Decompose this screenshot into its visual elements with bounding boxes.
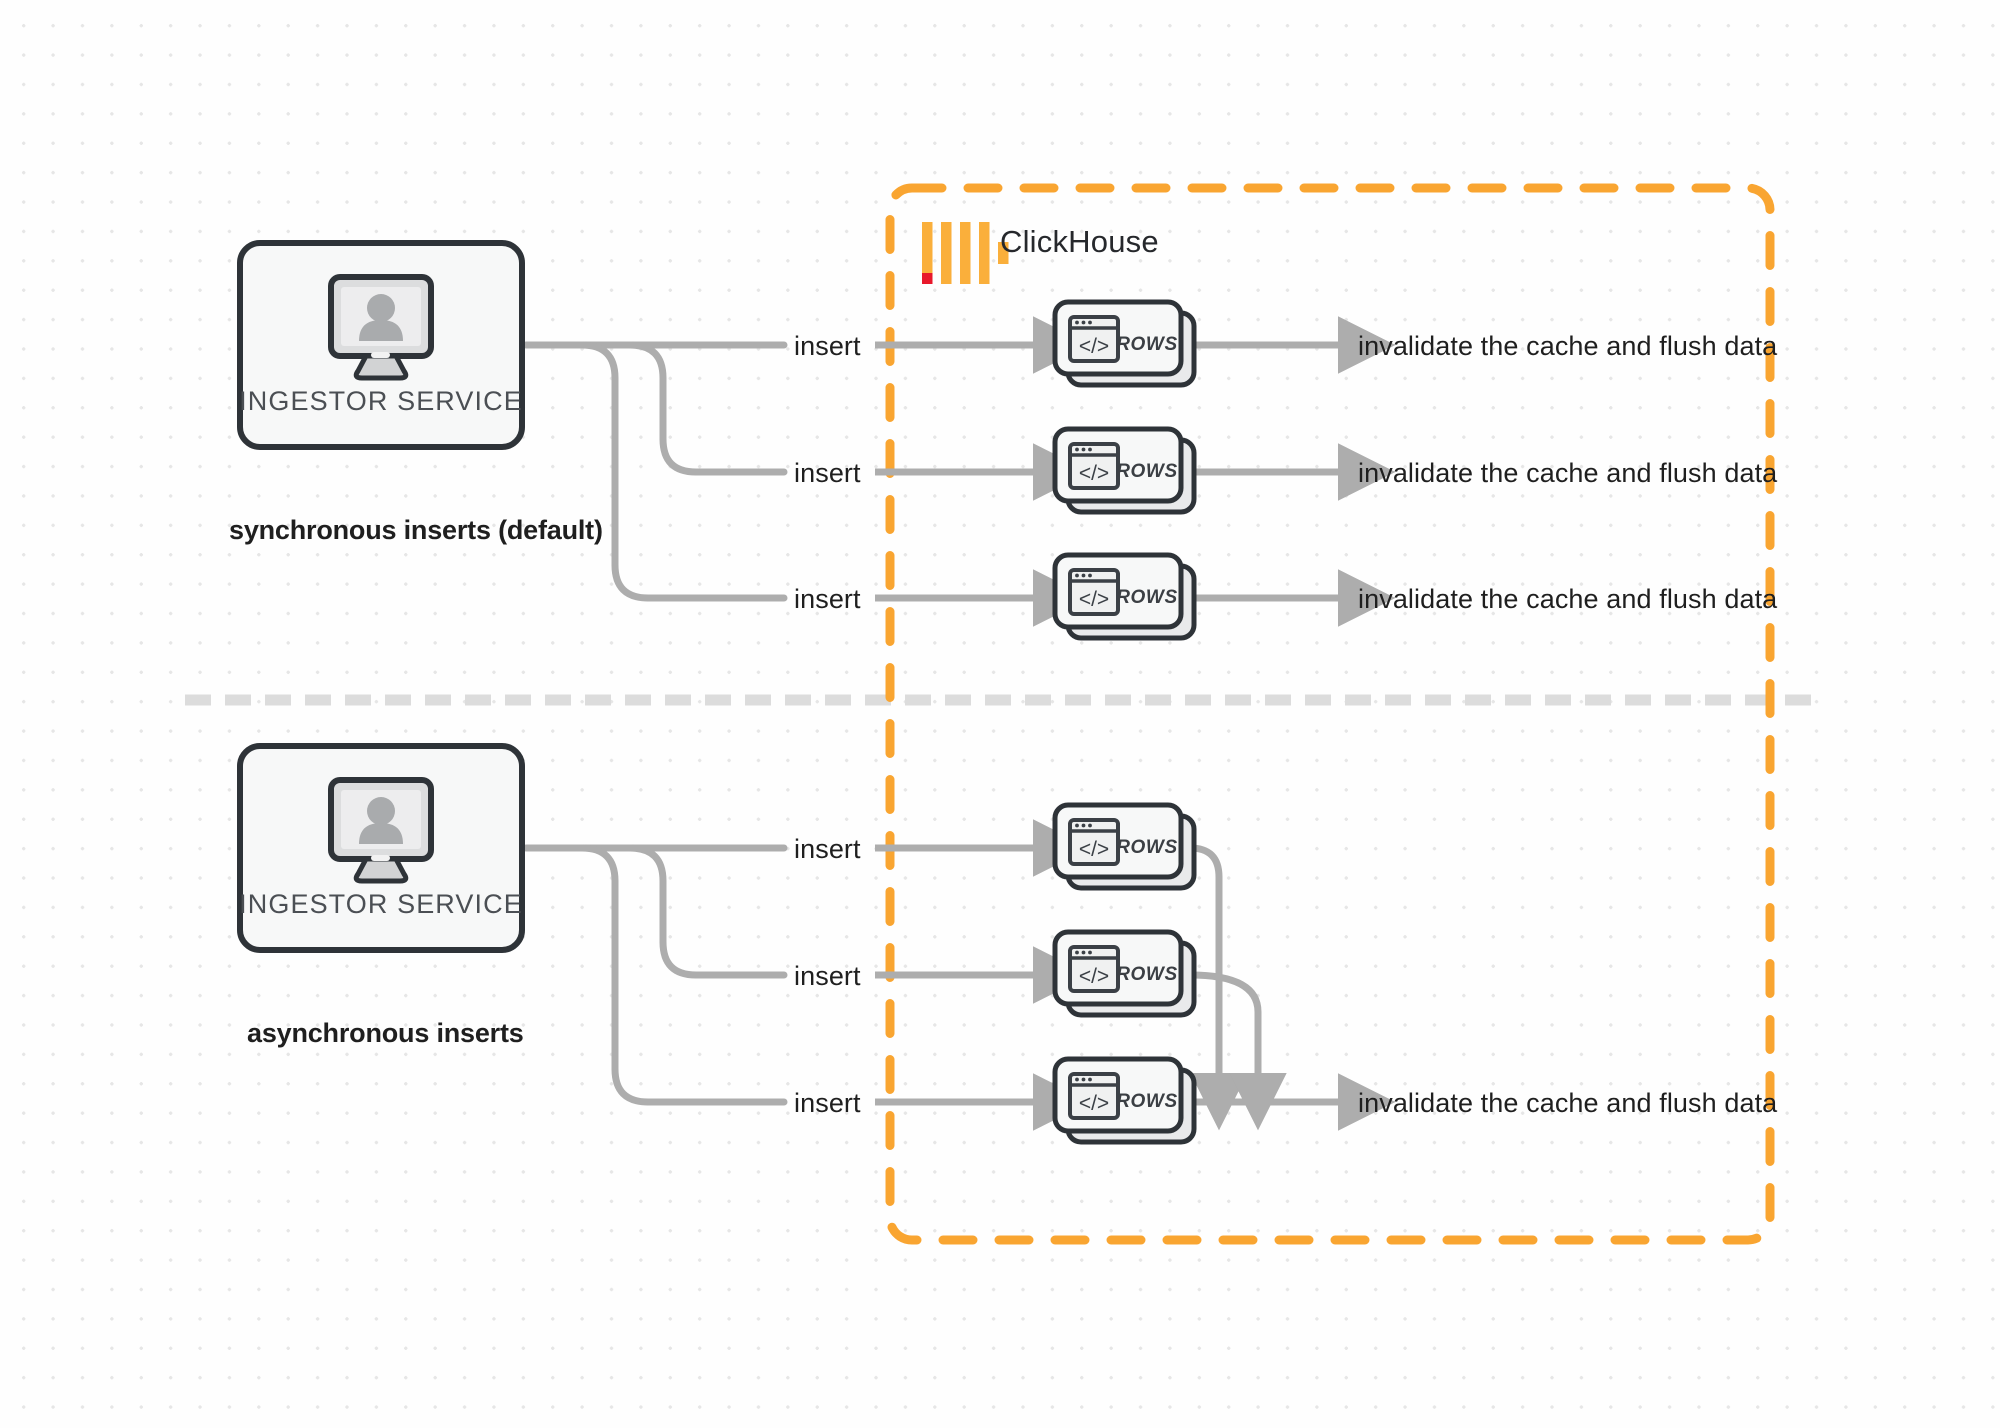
- rows-label-sync-1: ROWS: [1116, 334, 1178, 355]
- ingestor-service-async[interactable]: INGESTOR SERVICE: [237, 743, 525, 953]
- monitor-user-icon: [328, 777, 434, 884]
- svg-text:</>: </>: [1079, 588, 1109, 611]
- svg-text:</>: </>: [1079, 965, 1109, 988]
- result-label-sync-1: invalidate the cache and flush data: [1358, 331, 1778, 361]
- code-window-icon: </>: [1068, 945, 1120, 993]
- insert-label-async-1: insert: [794, 834, 861, 864]
- clickhouse-label: ClickHouse: [1000, 224, 1159, 259]
- rows-card-async-3[interactable]: </> ROWS: [1052, 1056, 1197, 1145]
- ingestor-service-sync[interactable]: INGESTOR SERVICE: [237, 240, 525, 450]
- mode-label-synchronous: synchronous inserts (default): [229, 515, 603, 545]
- rows-card-sync-2[interactable]: </> ROWS: [1052, 426, 1197, 515]
- result-label-async-merged: invalidate the cache and flush data: [1358, 1088, 1778, 1118]
- clickhouse-boundary: [885, 183, 1775, 1245]
- rows-label-sync-3: ROWS: [1116, 587, 1178, 608]
- insert-label-async-2: insert: [794, 961, 861, 991]
- insert-label-async-3: insert: [794, 1088, 861, 1118]
- svg-text:</>: </>: [1079, 335, 1109, 358]
- insert-label-sync-2: insert: [794, 458, 861, 488]
- rows-label-async-1: ROWS: [1116, 837, 1178, 858]
- svg-text:</>: </>: [1079, 462, 1109, 485]
- rows-card-async-1[interactable]: </> ROWS: [1052, 802, 1197, 891]
- async-connectors: [522, 819, 1396, 1131]
- svg-text:</>: </>: [1079, 838, 1109, 861]
- rows-card-sync-1[interactable]: </> ROWS: [1052, 299, 1197, 388]
- code-window-icon: </>: [1068, 818, 1120, 866]
- result-label-sync-3: invalidate the cache and flush data: [1358, 584, 1778, 614]
- clickhouse-logo: [922, 222, 1009, 284]
- code-window-icon: </>: [1068, 568, 1120, 616]
- mode-label-asynchronous: asynchronous inserts: [247, 1018, 524, 1048]
- rows-label-async-3: ROWS: [1116, 1091, 1178, 1112]
- monitor-user-icon: [328, 274, 434, 381]
- result-label-sync-2: invalidate the cache and flush data: [1358, 458, 1778, 488]
- rows-label-async-2: ROWS: [1116, 964, 1178, 985]
- rows-card-sync-3[interactable]: </> ROWS: [1052, 552, 1197, 641]
- insert-label-sync-1: insert: [794, 331, 861, 361]
- rows-card-async-2[interactable]: </> ROWS: [1052, 929, 1197, 1018]
- svg-text:</>: </>: [1079, 1092, 1109, 1115]
- ingestor-service-label-sync: INGESTOR SERVICE: [239, 386, 523, 416]
- sync-connectors: [522, 316, 1396, 627]
- insert-label-sync-3: insert: [794, 584, 861, 614]
- rows-label-sync-2: ROWS: [1116, 461, 1178, 482]
- code-window-icon: </>: [1068, 442, 1120, 490]
- code-window-icon: </>: [1068, 315, 1120, 363]
- ingestor-service-label-async: INGESTOR SERVICE: [239, 889, 523, 919]
- code-window-icon: </>: [1068, 1072, 1120, 1120]
